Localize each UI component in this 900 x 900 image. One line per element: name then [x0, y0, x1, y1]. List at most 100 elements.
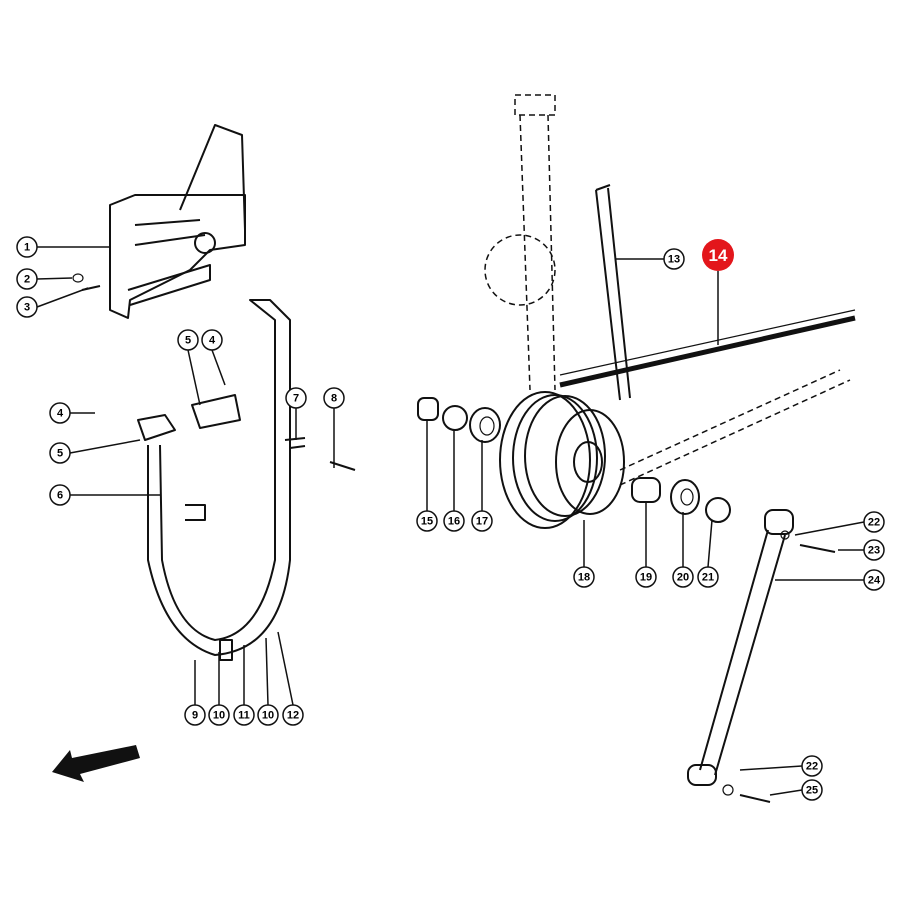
callout-circle — [323, 387, 345, 409]
leader-line — [36, 277, 73, 280]
callout-4: 4 — [201, 329, 226, 386]
leader-line — [794, 521, 865, 536]
callout-circle — [49, 402, 71, 424]
callout-label: 21 — [702, 572, 714, 584]
callout-3: 3 — [16, 287, 89, 318]
callout-21: 21 — [697, 519, 719, 588]
washer-bolt-small — [72, 273, 101, 291]
callout-label: 25 — [806, 785, 818, 797]
callout-10: 10 — [208, 652, 230, 726]
callout-22: 22 — [739, 755, 823, 777]
callout-15: 15 — [416, 420, 438, 532]
callout-9: 9 — [184, 660, 206, 726]
callout-label: 22 — [868, 517, 880, 529]
callout-circle — [801, 755, 823, 777]
callout-10: 10 — [257, 637, 279, 726]
callout-1: 1 — [16, 236, 110, 258]
callout-label: 9 — [192, 710, 198, 722]
callout-circle — [16, 296, 38, 318]
callout-circle — [697, 566, 719, 588]
callout-6: 6 — [49, 484, 160, 506]
callout-circle — [49, 484, 71, 506]
callout-circle — [663, 248, 685, 270]
leader-line — [265, 637, 269, 706]
callout-label: 6 — [57, 490, 63, 502]
bushing-15 — [417, 397, 439, 421]
pulley — [499, 391, 625, 529]
callout-label: 1 — [24, 242, 30, 254]
bushing-19 — [631, 477, 661, 503]
callout-20: 20 — [672, 512, 694, 588]
callout-circle — [208, 704, 230, 726]
callout-circle — [863, 539, 885, 561]
callout-circle — [16, 268, 38, 290]
callout-label: 18 — [578, 572, 590, 584]
callout-circle — [416, 510, 438, 532]
callout-circle — [184, 704, 206, 726]
callout-label: 8 — [331, 393, 337, 405]
callout-circle — [257, 704, 279, 726]
callout-label: 4 — [57, 408, 64, 420]
callout-circle — [672, 566, 694, 588]
callout-circle — [233, 704, 255, 726]
callout-19: 19 — [635, 502, 657, 588]
bearing-17 — [469, 407, 501, 443]
circlip-21 — [705, 497, 731, 523]
callout-5: 5 — [49, 439, 141, 464]
callout-label: 19 — [640, 572, 652, 584]
callout-circle — [471, 510, 493, 532]
dashed-lever — [484, 94, 556, 391]
callout-label: 14 — [709, 246, 728, 265]
callout-circle — [177, 329, 199, 351]
callout-25: 25 — [769, 779, 823, 801]
leader-line — [707, 519, 713, 568]
mounting-bracket — [109, 124, 246, 319]
callout-label: 10 — [262, 710, 274, 722]
leader-line — [769, 789, 803, 796]
callout-5: 5 — [177, 329, 201, 406]
callout-label: 5 — [57, 448, 63, 460]
callout-label: 24 — [868, 575, 881, 587]
leader-line — [211, 349, 226, 386]
callout-circle — [863, 569, 885, 591]
u-bracket — [137, 299, 356, 661]
callout-circle — [201, 329, 223, 351]
callout-2: 2 — [16, 268, 73, 290]
vertical-belt — [595, 184, 631, 401]
callout-circle — [49, 442, 71, 464]
tension-arm — [687, 509, 836, 803]
callout-circle — [702, 239, 734, 271]
callout-12: 12 — [277, 631, 304, 726]
callout-label: 3 — [24, 302, 30, 314]
leader-line — [739, 765, 803, 771]
callout-7: 7 — [285, 387, 307, 440]
leader-line — [277, 631, 294, 706]
callout-circle — [863, 511, 885, 533]
callout-23: 23 — [838, 539, 885, 561]
callout-label: 17 — [476, 516, 488, 528]
callout-label: 16 — [448, 516, 460, 528]
callout-13: 13 — [615, 248, 685, 270]
callout-22: 22 — [794, 511, 885, 536]
leader-line — [36, 287, 89, 308]
callout-11: 11 — [233, 645, 255, 726]
callout-circle — [282, 704, 304, 726]
leader-line — [69, 439, 141, 454]
bearing-20 — [670, 479, 700, 515]
callout-label: 20 — [677, 572, 689, 584]
callout-label: 12 — [287, 710, 299, 722]
callout-4: 4 — [49, 402, 95, 424]
callout-16: 16 — [443, 430, 465, 532]
callout-label: 23 — [868, 545, 880, 557]
callout-label: 13 — [668, 254, 680, 266]
callout-label: 10 — [213, 710, 225, 722]
callout-14: 14 — [702, 239, 734, 345]
callout-label: 4 — [209, 335, 216, 347]
callout-label: 5 — [185, 335, 191, 347]
callout-8: 8 — [323, 387, 345, 468]
v-belt — [559, 309, 856, 486]
callout-circle — [635, 566, 657, 588]
